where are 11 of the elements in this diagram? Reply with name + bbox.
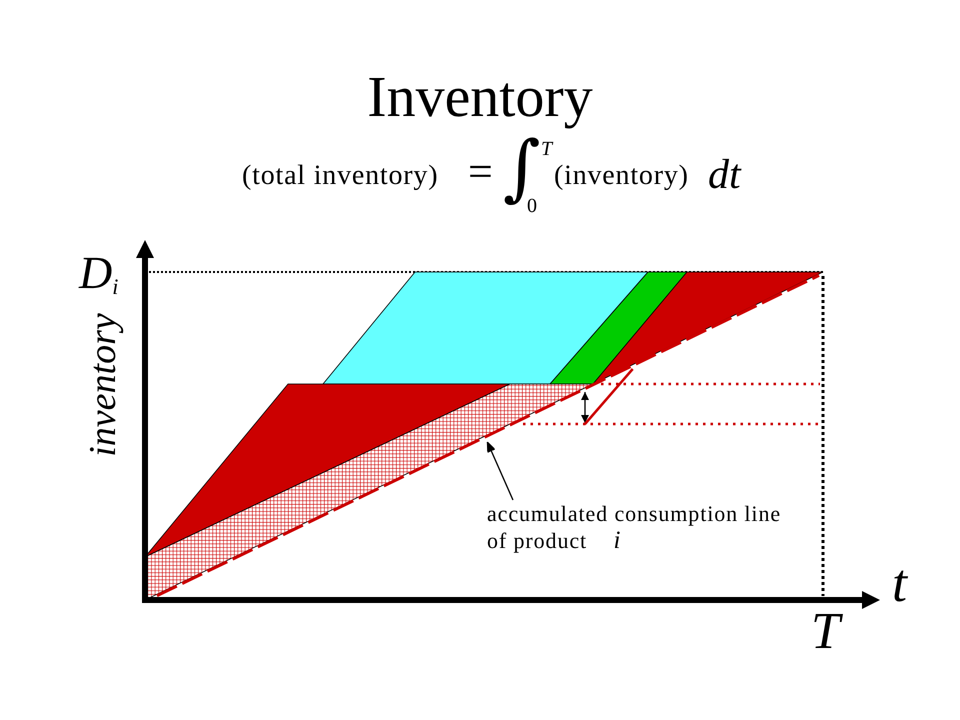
axis-title: inventory [84, 313, 122, 457]
formula-term: (total inventory) [242, 162, 438, 190]
formula-term: (inventory) [554, 162, 689, 190]
axis-value-label: D$_{i}$ [79, 250, 118, 296]
upper-limit: T [541, 139, 552, 159]
leader-arrow [486, 441, 514, 500]
title: Inventory [366, 68, 594, 126]
differential: dt [708, 154, 741, 196]
callout-text: accumulated consumption line of product i [487, 500, 782, 554]
equals-sign: = [468, 150, 493, 194]
axis-title: t [892, 556, 908, 610]
